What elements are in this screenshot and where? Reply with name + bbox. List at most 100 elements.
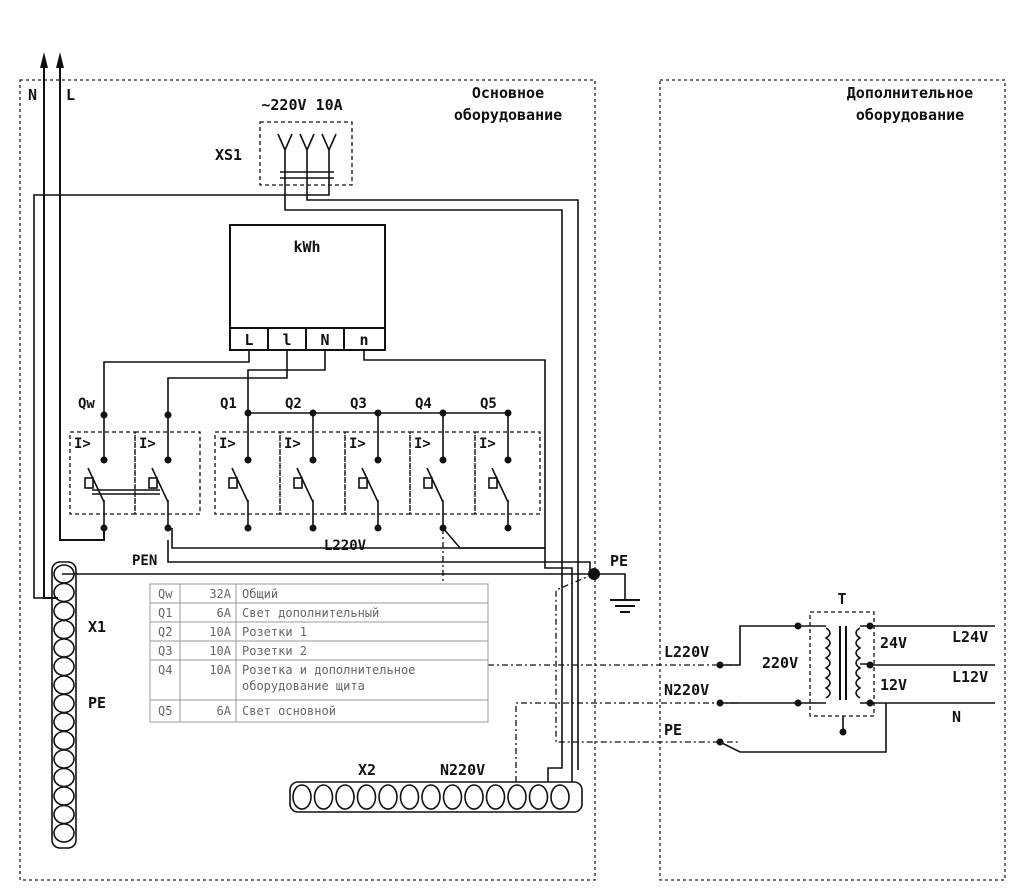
table-row-desc: Общий xyxy=(242,587,278,601)
table-row-desc: Свет основной xyxy=(242,704,336,718)
x2-n220v-label: N220V xyxy=(440,761,485,779)
breaker-q1: Q1 xyxy=(220,396,237,412)
x1-clamp xyxy=(53,767,75,788)
t-input-n220v: N220V xyxy=(664,681,709,699)
x2-clamp xyxy=(335,784,355,810)
breaker-q5: Q5 xyxy=(480,396,497,412)
x1-clamp xyxy=(53,730,75,751)
x2-clamp xyxy=(442,784,463,810)
main-equipment-frame xyxy=(19,79,596,881)
socket-label: XS1 xyxy=(215,146,242,164)
table-row-desc: Розетки 1 xyxy=(242,625,307,639)
x1-clamp xyxy=(53,786,75,806)
table-row-desc: Розетки 2 xyxy=(242,644,307,658)
energy-meter: kWh L l N n xyxy=(229,224,386,351)
transformer-dots xyxy=(716,622,874,746)
main-title-line2: оборудование xyxy=(454,106,562,124)
trip-label: I> xyxy=(74,436,91,452)
x2-clamp xyxy=(464,784,484,810)
output-l12v: L12V xyxy=(952,668,988,686)
x1-clamp xyxy=(53,582,75,603)
t-input-pe: PE xyxy=(664,721,682,739)
output-n: N xyxy=(952,708,961,726)
table-row-rating: 10A xyxy=(209,644,231,658)
extra-equipment-frame xyxy=(659,79,1006,881)
l220v-bus-label: L220V xyxy=(324,538,367,554)
x1-pe-label: PE xyxy=(88,694,106,712)
trip-label: I> xyxy=(349,436,366,452)
socket-xs1: ~220V 10A XS1 xyxy=(215,96,353,186)
arrow-l-icon xyxy=(56,52,64,68)
table-row-id: Q2 xyxy=(158,625,172,639)
meter-term-n: n xyxy=(359,331,368,349)
table-row-id: Q4 xyxy=(158,663,172,677)
meter-term-l: l xyxy=(282,331,291,349)
x1-clamp xyxy=(53,619,75,640)
x2-clamp xyxy=(313,784,334,810)
x2-feed-2 xyxy=(547,560,563,782)
secondary-12v: 12V xyxy=(880,676,907,694)
x1-clamp xyxy=(53,712,75,732)
x2-feed xyxy=(544,548,573,782)
label-n-top: N xyxy=(28,86,37,104)
meter-term-L: L xyxy=(244,331,253,349)
trip-labels: I> I> I> I> I> I> I> xyxy=(74,436,496,452)
breaker-q3: Q3 xyxy=(350,396,367,412)
output-l24v: L24V xyxy=(952,628,988,646)
arrow-n-icon xyxy=(40,52,48,68)
trip-label: I> xyxy=(284,436,301,452)
x1-clamp xyxy=(53,601,75,621)
breaker-switches xyxy=(84,415,509,528)
socket-rating: ~220V 10A xyxy=(261,96,342,114)
secondary-24v: 24V xyxy=(880,634,907,652)
extra-title-line2: оборудование xyxy=(856,106,964,124)
table-row-desc: Свет дополнительный xyxy=(242,606,379,620)
meter-label: kWh xyxy=(293,238,320,256)
table-row-id: Q1 xyxy=(158,606,172,620)
table-row-rating: 10A xyxy=(209,625,231,639)
x1-label: X1 xyxy=(88,618,106,636)
breaker-qw: Qw xyxy=(78,396,95,412)
pe-node-label: PE xyxy=(610,552,628,570)
breaker-q4: Q4 xyxy=(415,396,432,412)
x1-clamp xyxy=(53,675,75,695)
pen-label: PEN xyxy=(132,553,157,569)
main-title-line1: Основное xyxy=(472,84,544,102)
x2-clamp xyxy=(399,784,420,810)
x2-clamp xyxy=(356,784,377,810)
x1-clamp xyxy=(53,823,75,843)
trip-label: I> xyxy=(414,436,431,452)
breaker-boxes xyxy=(69,431,541,515)
x2-label: X2 xyxy=(358,761,376,779)
trip-label: I> xyxy=(139,436,156,452)
table-row-rating: 6A xyxy=(217,606,232,620)
trip-label: I> xyxy=(219,436,236,452)
x1-clamp xyxy=(53,656,75,677)
table-row-rating: 10A xyxy=(209,663,231,677)
terminal-x1: X1 PE xyxy=(51,561,106,849)
x1-clamp xyxy=(53,693,75,714)
transformer-label: T xyxy=(837,590,846,608)
t-input-l220v: L220V xyxy=(664,643,709,661)
breaker-table: Qw 32A Общий Q1 6A Свет дополнительный Q… xyxy=(149,583,489,723)
x1-clamp xyxy=(53,804,75,825)
x1-clamp xyxy=(53,638,75,658)
label-l-top: L xyxy=(66,86,75,104)
incoming-feeders: N L xyxy=(28,52,105,599)
x2-clamp xyxy=(507,784,527,810)
primary-voltage: 220V xyxy=(762,654,798,672)
x2-clamp xyxy=(421,784,441,810)
meter-term-N: N xyxy=(320,331,329,349)
table-row-rating: 6A xyxy=(217,704,232,718)
breaker-q2: Q2 xyxy=(285,396,302,412)
extra-title-line1: Дополнительное xyxy=(847,84,973,102)
junction-dots xyxy=(100,409,512,532)
table-row-id: Q5 xyxy=(158,704,172,718)
table-row-rating: 32A xyxy=(209,587,231,601)
table-row-id: Q3 xyxy=(158,644,172,658)
x1-clamp xyxy=(53,749,75,769)
n220v-link xyxy=(515,702,740,782)
trip-label: I> xyxy=(479,436,496,452)
